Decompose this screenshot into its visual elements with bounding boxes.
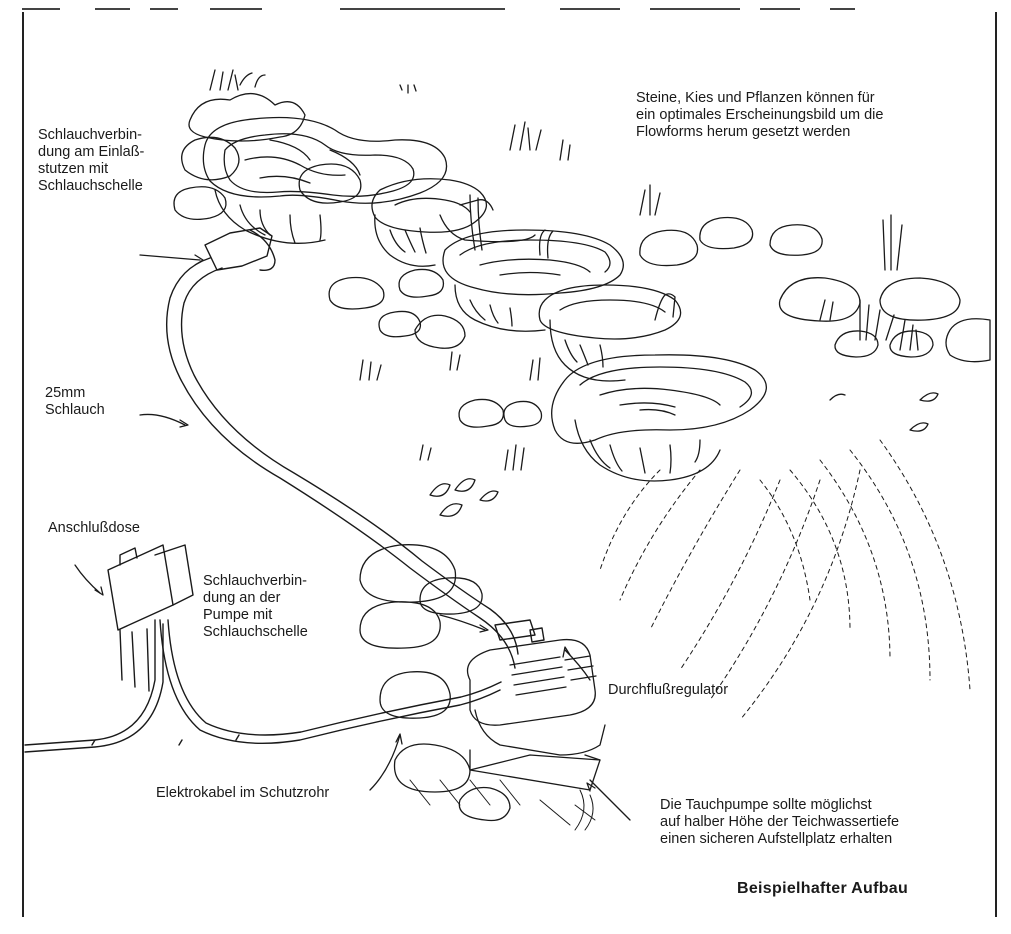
label-hose-25mm: 25mm Schlauch bbox=[45, 385, 105, 419]
label-junction-box: Anschlußdose bbox=[48, 520, 140, 537]
label-flow-regulator: Durchflußregulator bbox=[608, 682, 728, 699]
flowform-bottom bbox=[552, 355, 767, 481]
submersible-pump bbox=[468, 640, 606, 790]
label-electric-cable: Elektrokabel im Schutzrohr bbox=[156, 785, 329, 802]
label-stones-gravel-plants: Steine, Kies und Pflanzen können für ein… bbox=[636, 90, 883, 141]
figure-caption: Beispielhafter Aufbau bbox=[737, 880, 908, 898]
label-hose-pump-connection: Schlauchverbin- dung an der Pumpe mit Sc… bbox=[203, 573, 308, 641]
water-ripples bbox=[600, 440, 970, 720]
flowform-middle bbox=[443, 230, 623, 331]
label-pump-placement-note: Die Tauchpumpe sollte möglichst auf halb… bbox=[660, 797, 899, 848]
pointer-arrows bbox=[75, 255, 630, 820]
label-hose-inlet-connection: Schlauchverbin- dung am Einlaß- stutzen … bbox=[38, 127, 144, 195]
ground-hatching bbox=[410, 780, 595, 830]
flowform-middle-upper bbox=[372, 179, 535, 267]
